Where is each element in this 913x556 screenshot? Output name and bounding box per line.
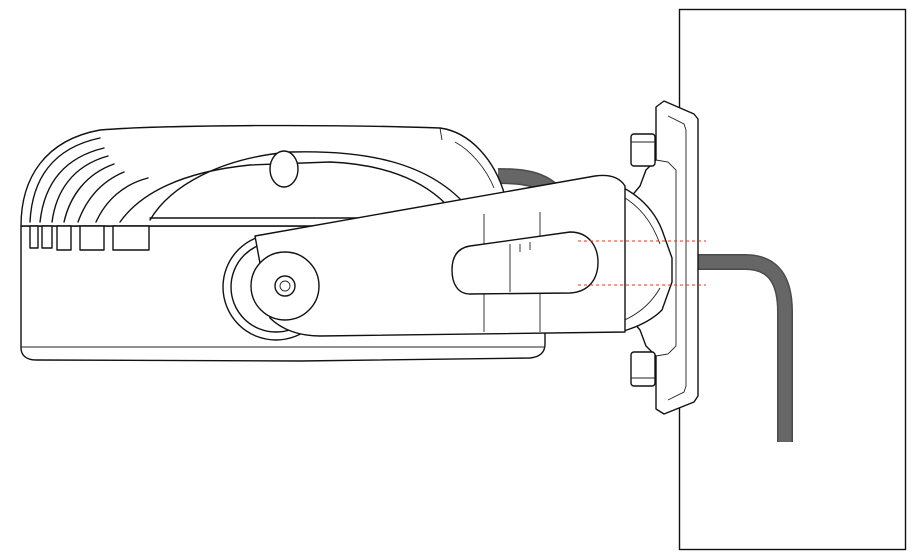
bracket-arm [254, 174, 626, 337]
mounting-bolt-bottom [630, 351, 656, 387]
mounting-bolt-top [630, 133, 656, 167]
wall [678, 8, 907, 551]
cooling-fins [29, 225, 150, 251]
pivot-knob [250, 251, 320, 321]
